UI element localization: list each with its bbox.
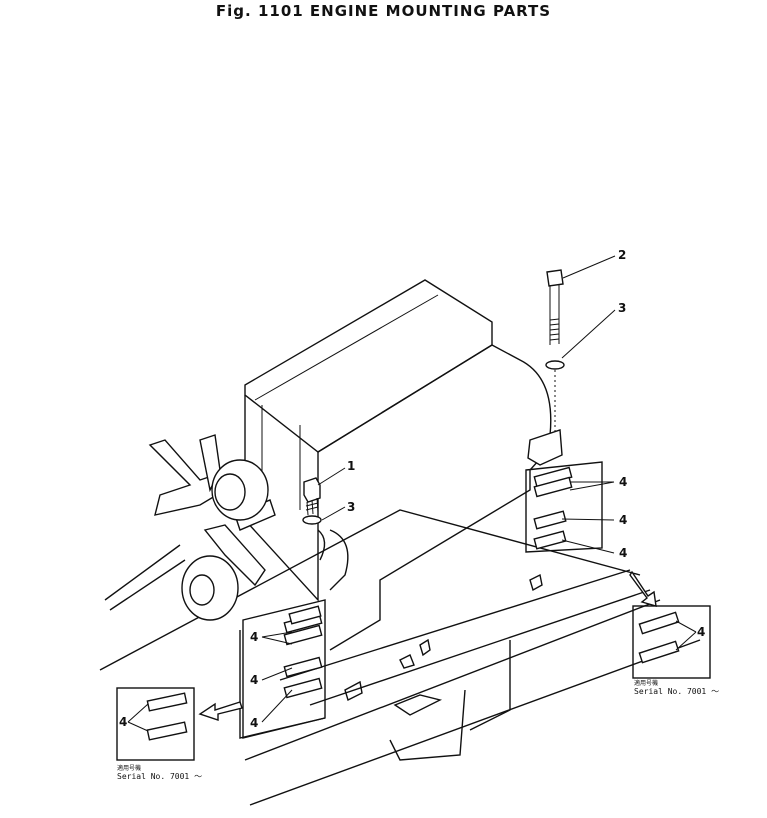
figure-title: Fig. 1101 ENGINE MOUNTING PARTS	[215, 2, 552, 20]
callout-4-inset-right: 4	[697, 625, 705, 639]
callout-1: 1	[347, 459, 355, 473]
callout-3-rear: 3	[618, 301, 626, 315]
left-inset-jp-label: 適用号機	[117, 764, 141, 772]
leader-lines	[261, 255, 616, 723]
right-inset-serial: Serial No. 7001 ～	[634, 687, 719, 696]
callout-4-left-bottom: 4	[250, 716, 258, 730]
right-shim-group	[525, 461, 603, 553]
callout-4-right-mid: 4	[619, 513, 627, 527]
frame-and-oil-pan	[99, 509, 701, 806]
callout-2: 2	[618, 248, 626, 262]
cooling-fan	[104, 434, 349, 621]
washer-3-rear	[545, 360, 565, 370]
callout-4-left-mid: 4	[250, 673, 258, 687]
callout-3-front: 3	[347, 500, 355, 514]
arrow-to-left-inset	[198, 701, 243, 721]
left-inset-serial: Serial No. 7001 ～	[117, 772, 202, 781]
left-shim-group	[239, 599, 326, 739]
callout-4-inset-left: 4	[119, 715, 127, 729]
washer-3-front	[302, 515, 322, 525]
bolt-1	[303, 477, 321, 516]
callout-4-left-top: 4	[250, 630, 258, 644]
rear-mount-bracket	[527, 429, 563, 466]
arrow-to-right-inset	[629, 570, 657, 607]
left-inset-panel	[116, 687, 195, 761]
right-inset-jp-label: 適用号機	[634, 679, 658, 687]
right-inset-panel	[632, 605, 711, 679]
callout-4-right-top: 4	[619, 475, 627, 489]
engine-block	[244, 279, 552, 651]
bolt-2	[546, 269, 564, 345]
callout-4-right-bottom: 4	[619, 546, 627, 560]
